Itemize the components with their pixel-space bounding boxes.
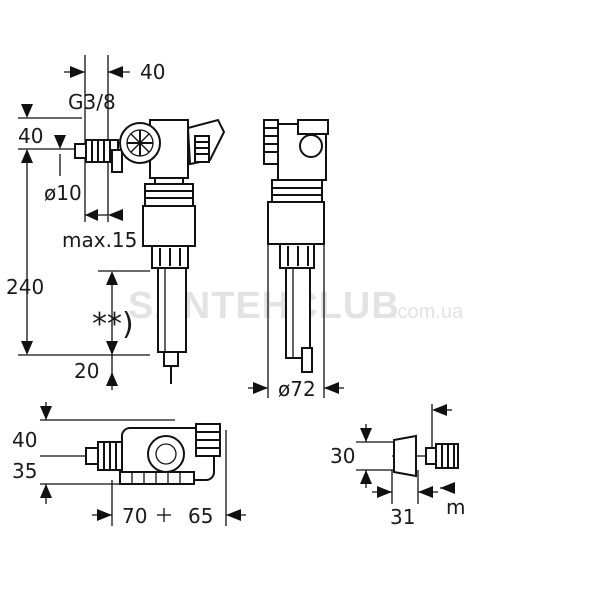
front-shaft [285,267,311,359]
arrow [226,509,241,521]
arrow [360,470,372,484]
dim-label-70: 70 [122,504,147,528]
arrow [106,271,118,285]
shaft [157,267,187,353]
front-cylinder [267,201,325,245]
cylinder [142,205,196,247]
dim-label-40-top-view: 40 [12,428,37,452]
watermark-domain: .com.ua [392,301,464,323]
top-view: 40 35 70 65 [12,402,246,528]
detail-collar [425,447,437,465]
front-nut [271,179,323,203]
dim-label-40-top: 40 [140,60,165,84]
lock-nut [144,183,194,207]
arrow [21,149,33,163]
dim-label-diameter: ø10 [44,181,82,205]
dim-label-cut: m [446,495,465,519]
arrow [418,486,433,498]
arrow [106,372,118,386]
dim-label-65: 65 [188,504,213,528]
note-mark: **) [92,307,134,342]
top-nipple [85,447,99,465]
dim-label-thread: G3/8 [68,90,116,114]
top-ring [147,435,185,473]
front-cap [263,119,279,165]
dim-label-20: 20 [74,359,99,383]
side-view: 40 G3/8 40 ø10 max.15 240 **) 20 [6,55,226,390]
arrow [360,428,372,442]
arrow [40,406,52,420]
dim-label-max: max.15 [62,228,137,252]
arrow [40,484,52,498]
arrow [108,66,123,78]
arrow [97,509,112,521]
arrow [54,135,66,149]
arrow [106,341,118,355]
dim-label-31: 31 [390,505,415,529]
dim-label-40-left: 40 [18,124,43,148]
arrow [21,104,33,118]
arrow [70,66,85,78]
arrow [440,482,455,494]
detail-cone [393,434,417,478]
dim-label-35: 35 [12,459,37,483]
arrow [377,486,392,498]
arrow [85,209,98,221]
dim-label-30: 30 [330,444,355,468]
front-tip [301,347,313,373]
inlet-bracket [111,149,123,173]
dim-label-240: 240 [6,275,44,299]
arrow [324,382,339,394]
arrow [108,209,123,221]
arrow [21,341,33,355]
dim-label-diameter-72: ø72 [278,377,316,401]
arrow [253,382,268,394]
shaft-tip [163,351,179,367]
top-rail [119,471,195,485]
front-view: ø72 [248,119,344,401]
front-float [299,134,323,158]
arrow [432,404,447,416]
front-top-clip [297,119,329,135]
detail-view: 30 31 m [330,404,465,529]
